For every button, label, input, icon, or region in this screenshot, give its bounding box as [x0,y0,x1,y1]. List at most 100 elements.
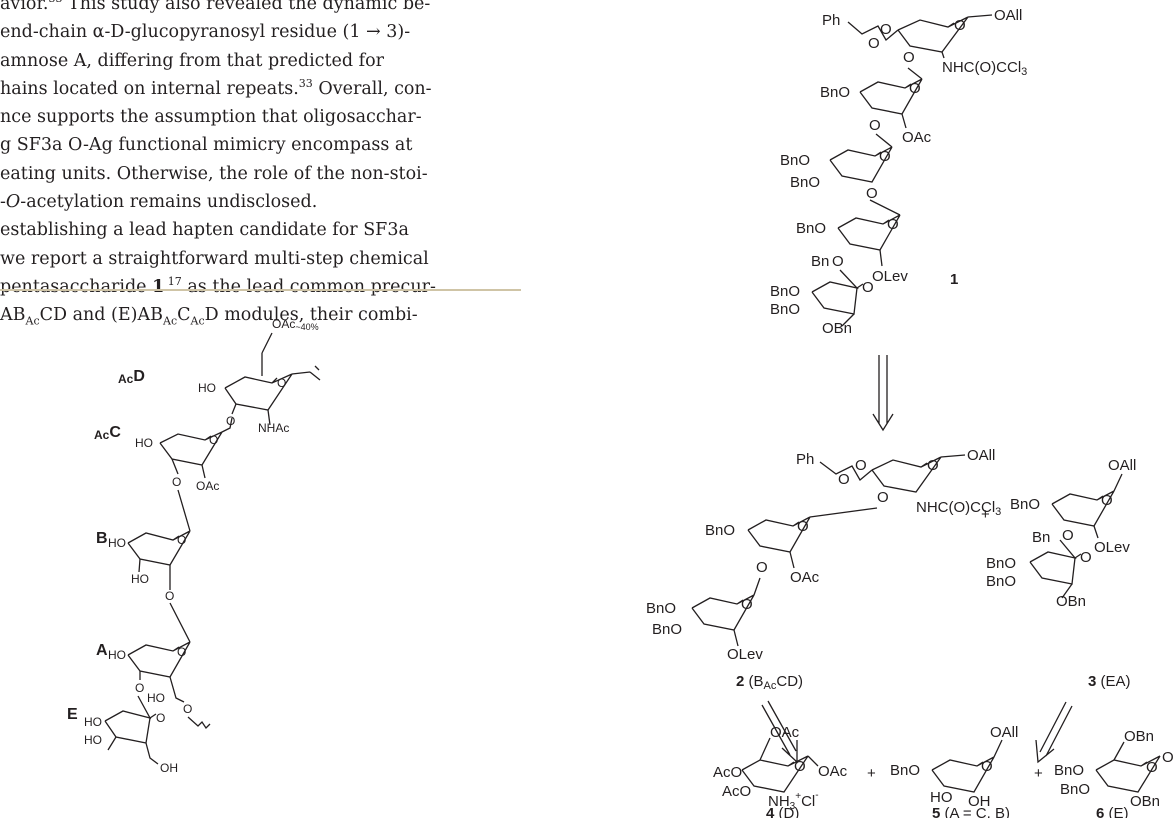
text-line-12: ABAcCD and (E)ABAcCAcD modules, their co… [0,305,418,328]
svg-text:O: O [1062,527,1074,544]
svg-text:OH: OH [968,793,991,810]
compound-4-label: 4 (D) [766,805,799,818]
svg-text:OH: OH [1162,749,1173,766]
svg-text:OAc: OAc [902,129,932,146]
svg-text:AcO: AcO [713,764,742,781]
svg-text:O: O [183,702,192,716]
svg-text:O: O [880,21,892,38]
svg-text:O: O [135,681,144,695]
svg-text:O: O [177,645,186,659]
svg-text:BnO: BnO [1054,762,1084,779]
residue-label-d: AcD [118,368,145,386]
text-line-5: nce supports the assumption that oligosa… [0,107,422,128]
compound-1: Ph O O O OAll NHC(O)CCl3 O BnO O OAc O B… [770,7,1027,337]
svg-text:O: O [226,414,235,428]
section-divider [0,289,521,291]
svg-text:O: O [797,518,809,535]
compound-6: OBn BnO BnO O OH OBn 6 (E) [1054,728,1173,818]
compound-2-label: 2 (BAcCD) [736,673,803,692]
svg-text:O: O [981,758,993,775]
svg-text:O: O [869,117,881,134]
svg-text:O: O [838,471,850,488]
compound-6-label: 6 (E) [1096,805,1129,818]
text-line-10: we report a straightforward multi-step c… [0,248,429,269]
nhccl3-label-2: NHC(O)CCl3 [916,499,1001,518]
svg-text:O: O [954,17,966,34]
residue-label-c: AcC [94,424,121,442]
svg-text:O: O [741,596,753,613]
compound-4: OAc AcO AcO O OAc NH3+Cl- 4 (D) [713,724,848,818]
svg-text:HO: HO [84,715,102,729]
svg-text:O: O [866,185,878,202]
compound-5: OAll BnO O HO OH 5 (A = C, B) [890,724,1018,818]
ring-d: OAc~40% HO O NHAc O [198,317,321,435]
svg-text:O: O [909,80,921,97]
svg-text:Ph: Ph [822,12,840,29]
svg-text:1: 1 [950,271,958,288]
svg-text:BnO: BnO [986,555,1016,572]
left-oligosaccharide-structure: AcD AcC B A E OAc~40% HO O NHAc O HO O O… [67,317,321,775]
svg-text:OBn: OBn [1124,728,1154,745]
svg-text:BnO: BnO [652,621,682,638]
svg-text:BnO: BnO [820,84,850,101]
svg-text:Ph: Ph [796,451,814,468]
svg-text:OBn: OBn [1056,593,1086,610]
svg-text:BnO: BnO [790,174,820,191]
svg-text:OAll: OAll [994,7,1022,24]
svg-text:HO: HO [147,691,165,705]
svg-text:HO: HO [135,436,153,450]
svg-text:BnO: BnO [780,152,810,169]
nhccl3-label: NHC(O)CCl3 [942,59,1027,78]
svg-text:HO: HO [108,536,126,550]
text-line-6: g SF3a O-Ag functional mimicry encompass… [0,135,413,156]
svg-text:OAll: OAll [967,447,995,464]
text-line-11: pentasaccharide 1 17 as the lead common … [0,275,436,297]
compound-2: Ph O O O OAll NHC(O)CCl3 O BnO O OAc O B… [646,447,1001,692]
svg-text:BnO: BnO [646,600,676,617]
svg-text:BnO: BnO [796,220,826,237]
svg-text:OBn: OBn [822,320,852,337]
svg-text:O: O [177,533,186,547]
svg-text:HO: HO [131,572,149,586]
svg-text:OLev: OLev [727,646,763,663]
compound-3-label: 3 (EA) [1088,673,1131,690]
svg-text:O: O [927,457,939,474]
svg-text:O: O [832,253,844,270]
svg-text:BnO: BnO [770,283,800,300]
svg-text:Bn: Bn [811,253,829,270]
svg-text:O: O [172,475,181,489]
svg-text:OLev: OLev [1094,539,1130,556]
svg-text:O: O [868,35,880,52]
svg-text:O: O [209,433,218,447]
compound-5-label: 5 (A = C, B) [932,805,1010,818]
compound-3: OAll BnO O OLev O Bn BnO BnO O OBn 3 (EA… [986,457,1136,690]
ring-a: HO O O O [108,602,211,730]
svg-text:OBn: OBn [1130,793,1160,810]
residue-label-e: E [67,706,78,723]
oac-40-label: OAc~40% [272,317,319,332]
svg-text:O: O [879,148,891,165]
svg-text:O: O [156,711,165,725]
svg-text:HO: HO [84,733,102,747]
retrosynthesis-scheme: Ph O O O OAll NHC(O)CCl3 O BnO O OAc O B… [646,7,1173,818]
svg-text:O: O [1146,759,1158,776]
text-line-3: amnose A, differing from that predicted … [0,50,385,71]
svg-text:O: O [1080,549,1092,566]
svg-text:OAll: OAll [1108,457,1136,474]
plus-sign-3: + [1034,765,1043,782]
svg-text:O: O [903,49,915,66]
residue-label-a: A [96,642,108,659]
svg-text:O: O [862,279,874,296]
svg-text:BnO: BnO [1010,496,1040,513]
ring-c: HO O O OAc [135,417,233,493]
svg-text:OLev: OLev [872,268,908,285]
nh3cl-label: NH3+Cl- [768,790,819,812]
text-line-4: hains located on internal repeats.33 Ove… [0,77,432,99]
svg-text:O: O [887,216,899,233]
body-text-column: avior.33 This study also revealed the dy… [0,0,520,330]
svg-text:BnO: BnO [986,573,1016,590]
ring-b: HO O HO O [108,489,191,603]
svg-text:HO: HO [198,381,216,395]
text-line-7: eating units. Otherwise, the role of the… [0,163,428,184]
